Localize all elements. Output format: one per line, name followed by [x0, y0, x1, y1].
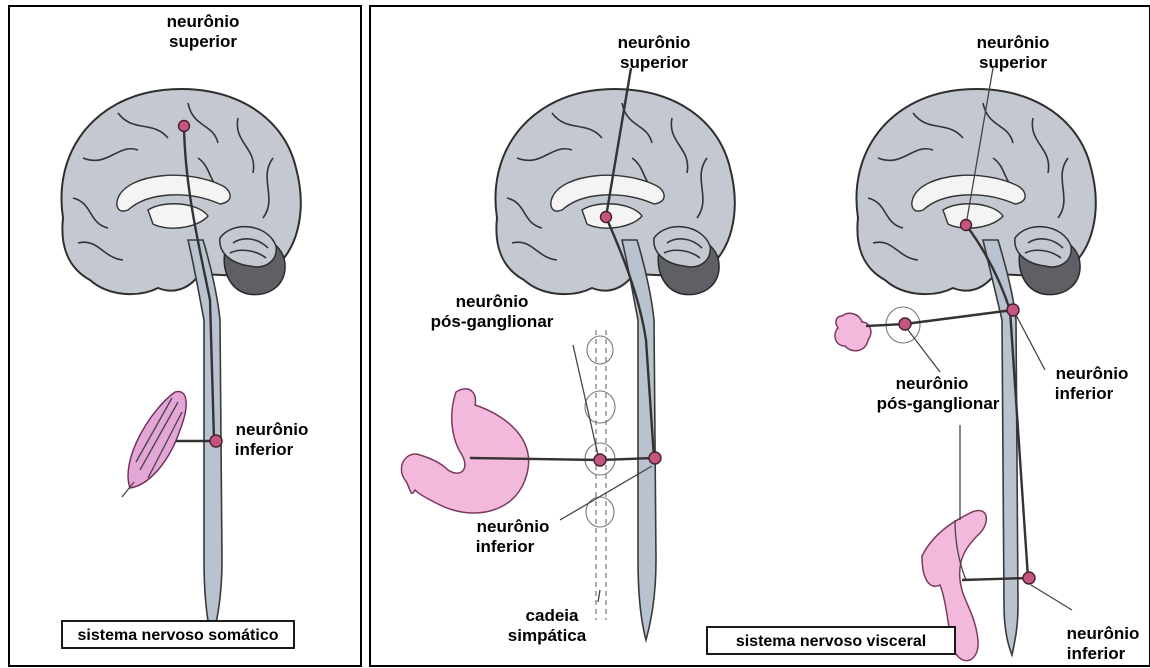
post-label-pointer [573, 345, 598, 455]
upper-neuron-label-line1: neurônio [167, 12, 240, 31]
somatic-caption: sistema nervoso somático [78, 627, 279, 644]
bottom-lower-label-line1: neurônio [1067, 624, 1140, 643]
lower-neuron-dot [649, 452, 661, 464]
visceral-caption: sistema nervoso visceral [736, 633, 926, 650]
mid-lower-label-line1: neurônio [1056, 364, 1129, 383]
mid-lower-neuron-dot [1007, 304, 1019, 316]
brain-illustration [61, 89, 300, 295]
mid-lower-label-pointer [1016, 315, 1045, 370]
chain-ganglion [587, 336, 613, 364]
chain-label-pointer [598, 590, 600, 602]
lower-neuron-label-line2: inferior [235, 440, 294, 459]
postganglionic-neuron-dot [594, 454, 606, 466]
post-neuron-label-line2: pós-ganglionar [431, 312, 554, 331]
visceral-left-section: neurônio superior neurônio pós-gangliona… [401, 33, 734, 645]
bottom-lower-label-pointer [1031, 585, 1072, 610]
mid-lower-label-line2: inferior [1055, 384, 1114, 403]
upper-neuron-label-line2: superior [979, 53, 1047, 72]
upper-neuron-dot [179, 121, 190, 132]
upper-neuron-label-line1: neurônio [618, 33, 691, 52]
spinal-cord [622, 240, 656, 640]
post-label-pointer [908, 330, 940, 372]
bottom-lower-label-line2: inferior [1067, 644, 1126, 663]
brain-illustration [856, 89, 1095, 295]
brain-illustration [495, 89, 734, 295]
chain-ganglion [586, 497, 614, 527]
preganglionic-fiber [905, 310, 1013, 324]
postganglionic-neuron-dot [899, 318, 911, 330]
gland-illustration [835, 313, 871, 350]
visceral-right-section: neurônio superior neurônio pós-gangliona… [707, 33, 1139, 663]
post-neuron-label-line2: pós-ganglionar [877, 394, 1000, 413]
spinal-cord [983, 240, 1018, 655]
bottom-lower-neuron-dot [1023, 572, 1035, 584]
post-neuron-label-line1: neurônio [456, 292, 529, 311]
lower-neuron-label-line1: neurônio [236, 420, 309, 439]
chain-label-line2: simpática [508, 626, 587, 645]
upper-neuron-dot [961, 220, 972, 231]
stomach-illustration [401, 389, 528, 513]
upper-neuron-label-line2: superior [169, 32, 237, 51]
chain-label-line1: cadeia [526, 606, 579, 625]
post-neuron-label-line1: neurônio [896, 374, 969, 393]
muscle-tendon [122, 482, 134, 497]
lower-neuron-label-line1: neurônio [477, 517, 550, 536]
upper-neuron-dot [601, 212, 612, 223]
somatic-panel: neurônio superior neurônio inferior sist… [61, 12, 308, 648]
lower-neuron-dot [210, 435, 222, 447]
lower-neuron-label-line2: inferior [476, 537, 535, 556]
upper-neuron-label-line2: superior [620, 53, 688, 72]
upper-neuron-label-line1: neurônio [977, 33, 1050, 52]
